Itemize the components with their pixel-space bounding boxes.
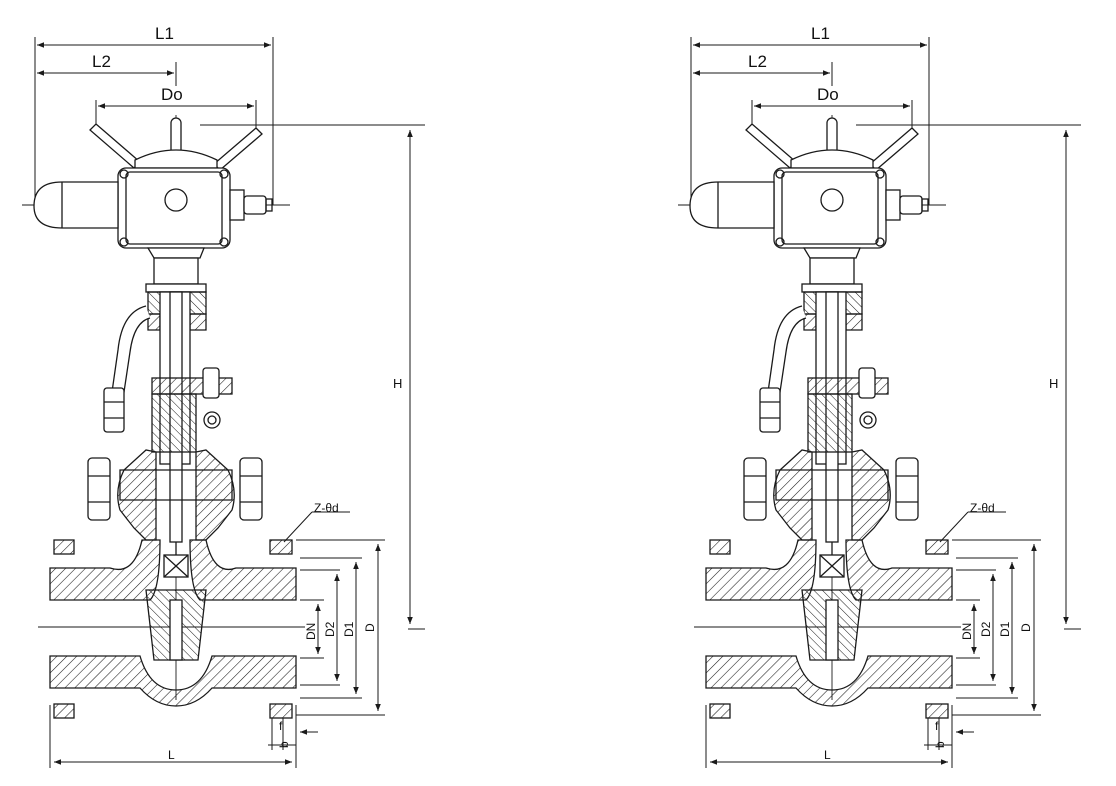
- label-L: L: [168, 748, 175, 762]
- label-D1: D1: [342, 621, 356, 637]
- label-L1: L1: [155, 24, 174, 43]
- valve-drawing-left: L1 L2 Do H Z-θd DN D2 D1 D L f b: [22, 24, 425, 768]
- label-DN: DN: [960, 623, 974, 640]
- label-b: b: [933, 741, 947, 748]
- label-D: D: [1019, 623, 1033, 632]
- label-D1: D1: [998, 621, 1012, 637]
- label-f: f: [279, 719, 283, 733]
- label-L: L: [824, 748, 831, 762]
- label-H: H: [1049, 376, 1058, 391]
- label-Do: Do: [817, 85, 839, 104]
- label-L2: L2: [92, 52, 111, 71]
- label-L2: L2: [748, 52, 767, 71]
- label-D: D: [363, 623, 377, 632]
- label-f: f: [935, 719, 939, 733]
- label-D2: D2: [323, 621, 337, 637]
- label-Zd: Z-θd: [970, 501, 995, 515]
- label-L1: L1: [811, 24, 830, 43]
- label-Do: Do: [161, 85, 183, 104]
- label-b: b: [277, 741, 291, 748]
- label-D2: D2: [979, 621, 993, 637]
- label-Zd: Z-θd: [314, 501, 339, 515]
- valve-drawing-right: L1 L2 Do H Z-θd DN D2 D1 D L f b: [678, 24, 1081, 768]
- label-DN: DN: [304, 623, 318, 640]
- label-H: H: [393, 376, 402, 391]
